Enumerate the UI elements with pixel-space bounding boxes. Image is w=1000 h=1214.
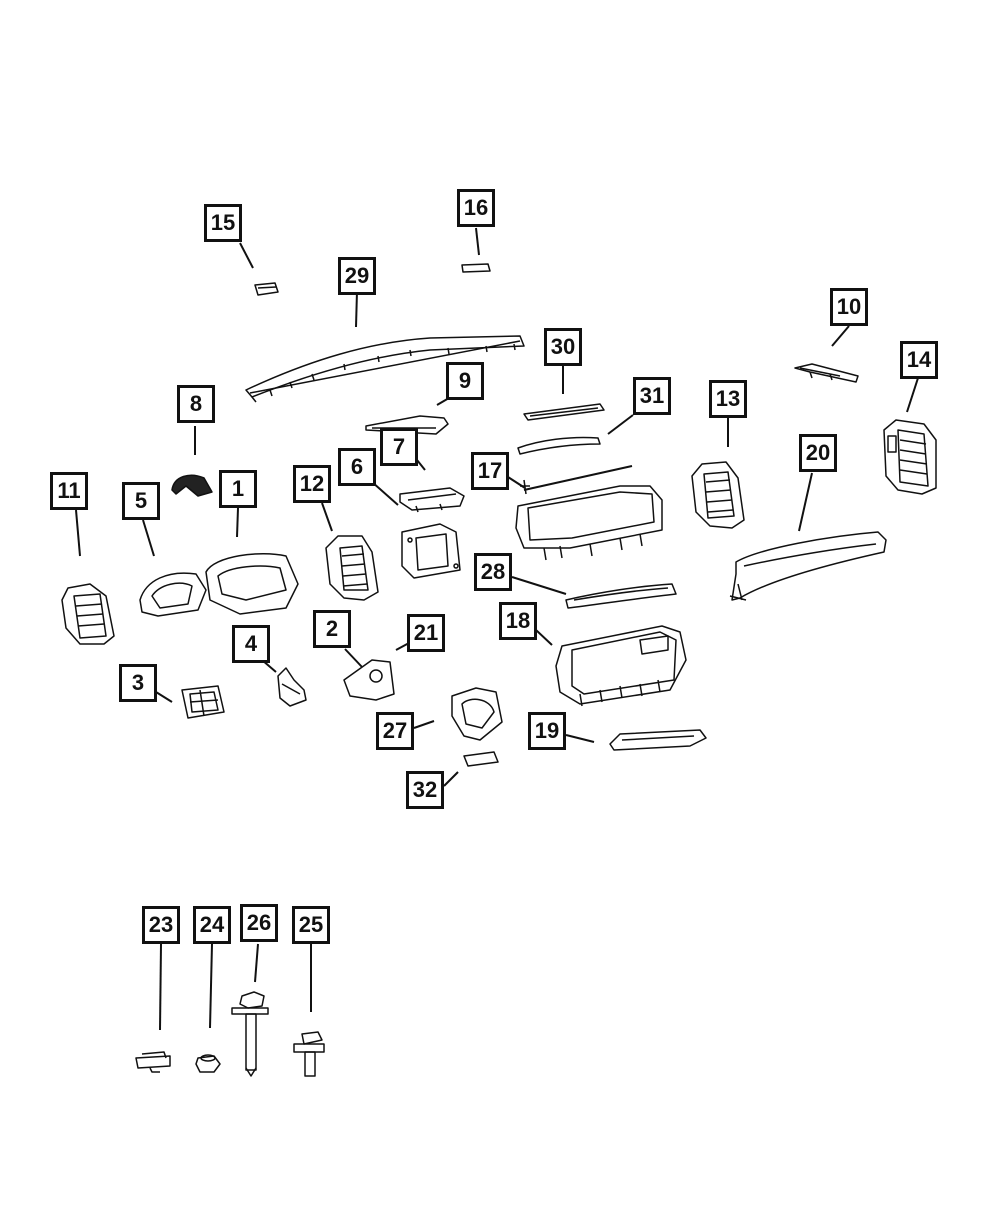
part-4 [277,667,307,707]
part-25 [293,1031,325,1077]
callout-8: 8 [177,385,215,423]
callout-18: 18 [499,602,537,640]
part-11 [61,583,115,645]
callout-27: 27 [376,712,414,750]
callout-4: 4 [232,625,270,663]
part-20 [729,531,887,601]
callout-11: 11 [50,472,88,510]
part-center-panel [515,485,663,561]
part-28 [565,583,677,609]
callout-32: 32 [406,771,444,809]
part-14 [883,419,937,495]
callout-16: 16 [457,189,495,227]
callout-9: 9 [446,362,484,400]
part-12 [325,535,379,601]
callout-28: 28 [474,553,512,591]
callout-19: 19 [528,712,566,750]
part-29 [245,335,525,403]
callout-30: 30 [544,328,582,366]
part-24 [195,1054,221,1073]
part-26 [231,991,269,1077]
callout-5: 5 [122,482,160,520]
callout-10: 10 [830,288,868,326]
callout-31: 31 [633,377,671,415]
part-32 [463,751,499,767]
callout-13: 13 [709,380,747,418]
callout-15: 15 [204,204,242,242]
part-5 [139,572,207,617]
callout-24: 24 [193,906,231,944]
callout-21: 21 [407,614,445,652]
callout-20: 20 [799,434,837,472]
part-7 [399,487,465,513]
callout-3: 3 [119,664,157,702]
part-2 [343,659,395,701]
callout-23: 23 [142,906,180,944]
part-6 [401,523,461,579]
callout-17: 17 [471,452,509,490]
callout-1: 1 [219,470,257,508]
callout-2: 2 [313,610,351,648]
part-17 [520,465,633,495]
part-16 [461,263,491,273]
callout-25: 25 [292,906,330,944]
part-19 [609,729,707,751]
part-15 [254,282,279,296]
part-10 [794,363,859,383]
part-27 [451,687,503,741]
part-3 [181,685,225,719]
part-23 [135,1051,171,1073]
part-1 [205,553,299,615]
callout-14: 14 [900,341,938,379]
callout-29: 29 [338,257,376,295]
callout-7: 7 [380,428,418,466]
part-31 [517,436,601,455]
part-30 [523,403,605,421]
part-13 [691,461,745,529]
callout-26: 26 [240,904,278,942]
callout-6: 6 [338,448,376,486]
callout-12: 12 [293,465,331,503]
part-8 [171,474,213,497]
part-18 [555,625,687,707]
